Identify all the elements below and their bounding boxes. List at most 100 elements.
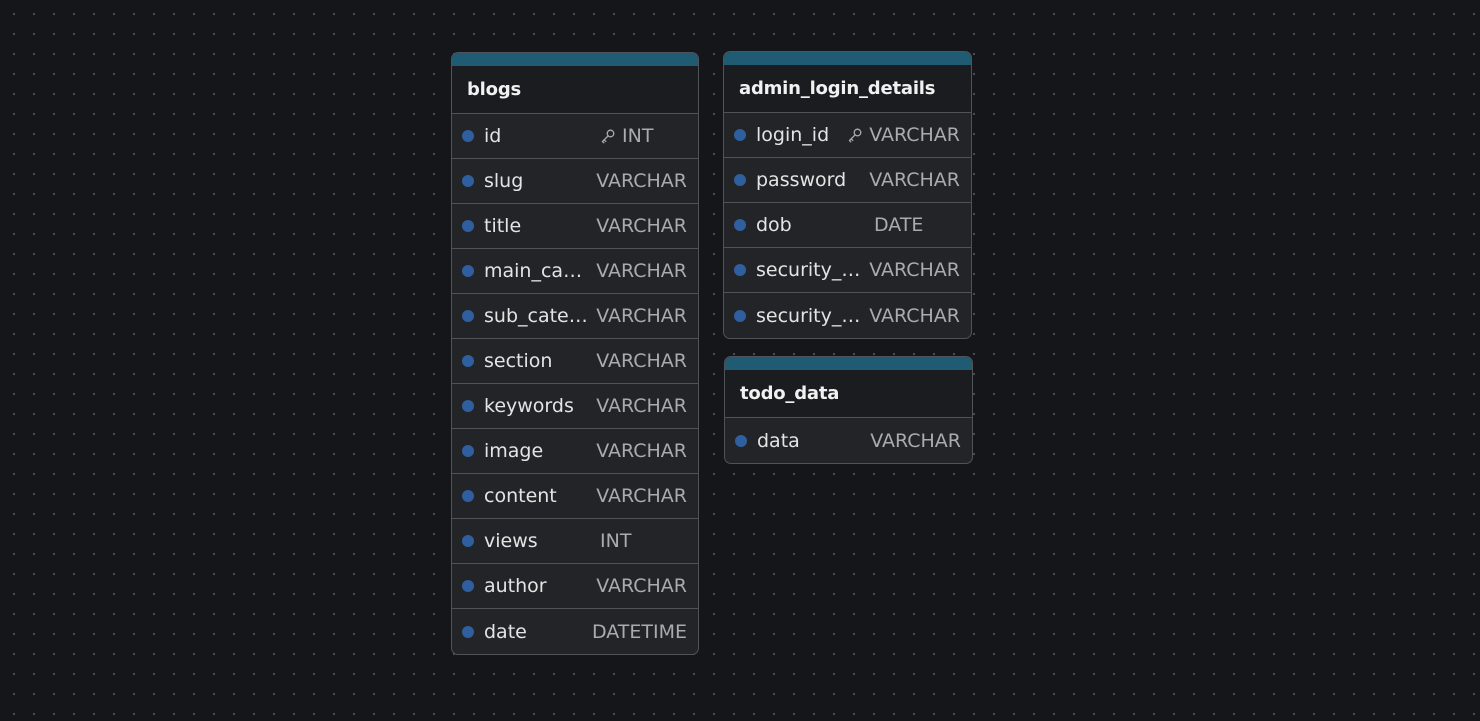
column-dot-icon: [462, 130, 474, 142]
column-name: dob: [756, 214, 792, 236]
column-name: image: [484, 440, 544, 462]
column-type-cell: VARCHAR: [596, 305, 687, 327]
table-accent-bar: [724, 52, 971, 65]
column-dot-icon: [734, 129, 746, 141]
column-row[interactable]: keywords VARCHAR: [452, 384, 698, 429]
column-type-cell: VARCHAR: [869, 259, 960, 281]
column-type: VARCHAR: [596, 215, 687, 237]
column-type: INT: [600, 530, 632, 552]
column-type-cell: VARCHAR: [596, 170, 687, 192]
column-list: data VARCHAR: [725, 418, 972, 463]
column-row[interactable]: id INT: [452, 114, 698, 159]
column-type-cell: VARCHAR: [596, 260, 687, 282]
column-row[interactable]: sub_categ... VARCHAR: [452, 294, 698, 339]
column-row[interactable]: dob DATE: [724, 203, 971, 248]
column-name: section: [484, 350, 553, 372]
column-type: VARCHAR: [869, 124, 960, 146]
column-dot-icon: [462, 355, 474, 367]
column-row[interactable]: title VARCHAR: [452, 204, 698, 249]
column-name: content: [484, 485, 557, 507]
table-name: admin_login_details: [739, 78, 936, 99]
column-type-cell: INT: [600, 530, 631, 552]
column-type-cell: VARCHAR: [596, 395, 687, 417]
column-type: VARCHAR: [869, 259, 960, 281]
column-type: INT: [622, 125, 654, 147]
column-type-cell: DATE: [874, 214, 923, 236]
column-type: VARCHAR: [596, 350, 687, 372]
column-row[interactable]: author VARCHAR: [452, 564, 698, 609]
column-dot-icon: [734, 309, 746, 322]
column-name: security_q...: [756, 259, 862, 281]
column-type-cell: VARCHAR: [596, 485, 687, 507]
table-accent-bar: [452, 53, 698, 66]
column-dot-icon: [734, 219, 746, 231]
column-dot-icon: [462, 490, 474, 502]
table-header[interactable]: admin_login_details: [724, 65, 971, 113]
column-name: views: [484, 530, 538, 552]
table-card-todo-data[interactable]: todo_data data VARCHAR: [724, 356, 973, 464]
table-name: blogs: [467, 79, 522, 100]
column-row[interactable]: section VARCHAR: [452, 339, 698, 384]
column-type-cell: VARCHAR: [596, 440, 687, 462]
column-dot-icon: [462, 220, 474, 232]
key-icon: [600, 128, 616, 144]
table-header[interactable]: blogs: [452, 66, 698, 114]
table-name: todo_data: [740, 383, 840, 404]
column-row[interactable]: image VARCHAR: [452, 429, 698, 474]
column-dot-icon: [734, 264, 746, 276]
column-row[interactable]: security_q... VARCHAR: [724, 248, 971, 293]
column-type: VARCHAR: [596, 395, 687, 417]
column-row[interactable]: main_cate... VARCHAR: [452, 249, 698, 294]
column-name: main_cate...: [484, 260, 589, 282]
column-dot-icon: [734, 174, 746, 186]
column-type-cell: VARCHAR: [596, 350, 687, 372]
column-name: title: [484, 215, 522, 237]
column-type-cell: DATETIME: [592, 621, 687, 643]
column-name: security_a...: [756, 304, 862, 327]
column-type-cell: INT: [600, 125, 653, 147]
column-type-cell: VARCHAR: [596, 575, 687, 597]
column-row[interactable]: data VARCHAR: [725, 418, 972, 463]
column-name: id: [484, 125, 502, 147]
column-type: DATE: [874, 214, 924, 236]
column-type: DATETIME: [591, 620, 687, 643]
column-type: VARCHAR: [596, 575, 687, 597]
column-type-cell: VARCHAR: [596, 215, 687, 237]
column-type: VARCHAR: [870, 429, 961, 452]
column-name: keywords: [484, 395, 574, 417]
column-row[interactable]: security_a... VARCHAR: [724, 293, 971, 338]
column-type: VARCHAR: [596, 170, 687, 192]
column-dot-icon: [462, 625, 474, 638]
column-name: login_id: [756, 124, 830, 146]
column-dot-icon: [462, 445, 474, 457]
column-row[interactable]: login_id VARCHAR: [724, 113, 971, 158]
column-type: VARCHAR: [596, 305, 687, 327]
column-name: slug: [484, 170, 524, 192]
column-row[interactable]: slug VARCHAR: [452, 159, 698, 204]
table-header[interactable]: todo_data: [725, 370, 972, 418]
column-dot-icon: [462, 400, 474, 412]
column-name: data: [757, 429, 800, 452]
column-type: VARCHAR: [596, 260, 687, 282]
column-type: VARCHAR: [596, 440, 687, 462]
column-dot-icon: [462, 265, 474, 277]
column-type-cell: VARCHAR: [847, 124, 960, 146]
column-row[interactable]: views INT: [452, 519, 698, 564]
column-row[interactable]: content VARCHAR: [452, 474, 698, 519]
column-type-cell: VARCHAR: [870, 430, 961, 452]
column-name: sub_categ...: [484, 305, 589, 327]
column-name: author: [484, 575, 547, 597]
column-dot-icon: [462, 175, 474, 187]
column-name: password: [756, 169, 847, 191]
table-accent-bar: [725, 357, 972, 370]
column-type-cell: VARCHAR: [869, 305, 960, 327]
column-dot-icon: [735, 434, 747, 447]
column-dot-icon: [462, 310, 474, 322]
column-type: VARCHAR: [596, 485, 687, 507]
key-icon: [847, 127, 863, 143]
